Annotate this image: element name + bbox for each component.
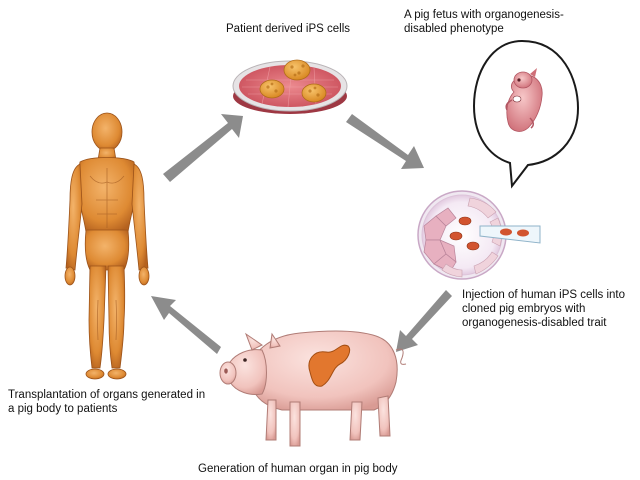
label-injection: Injection of human iPS cells into cloned… xyxy=(462,289,626,329)
fetus-speech-bubble xyxy=(472,39,580,189)
pig-eye xyxy=(243,358,247,362)
label-ips-cells: Patient derived iPS cells xyxy=(226,23,351,35)
injection-pipette-icon xyxy=(479,225,541,244)
arrow-embryo-to-pig xyxy=(396,290,452,352)
muscle-lines xyxy=(89,168,125,341)
pig-nostril xyxy=(224,368,228,374)
arrow-cells-to-embryo xyxy=(346,114,424,169)
petri-dish-icon xyxy=(232,59,348,114)
arrow-human-to-cells xyxy=(163,114,243,182)
pig-icon xyxy=(219,330,407,447)
human-figure-icon xyxy=(64,112,150,380)
label-generation: Generation of human organ in pig body xyxy=(198,463,398,475)
embryo-injection-icon xyxy=(417,190,541,280)
pig-fetus-icon xyxy=(505,68,543,132)
human-organ-icon xyxy=(308,344,351,387)
inner-cell-mass-icon xyxy=(423,207,457,273)
arrow-pig-to-human xyxy=(151,296,221,354)
label-transplantation: Transplantation of organs generated in a… xyxy=(8,389,206,415)
ips-colony-icon xyxy=(259,59,327,103)
label-pig-fetus: A pig fetus with organogenesis-disabled … xyxy=(404,9,564,35)
